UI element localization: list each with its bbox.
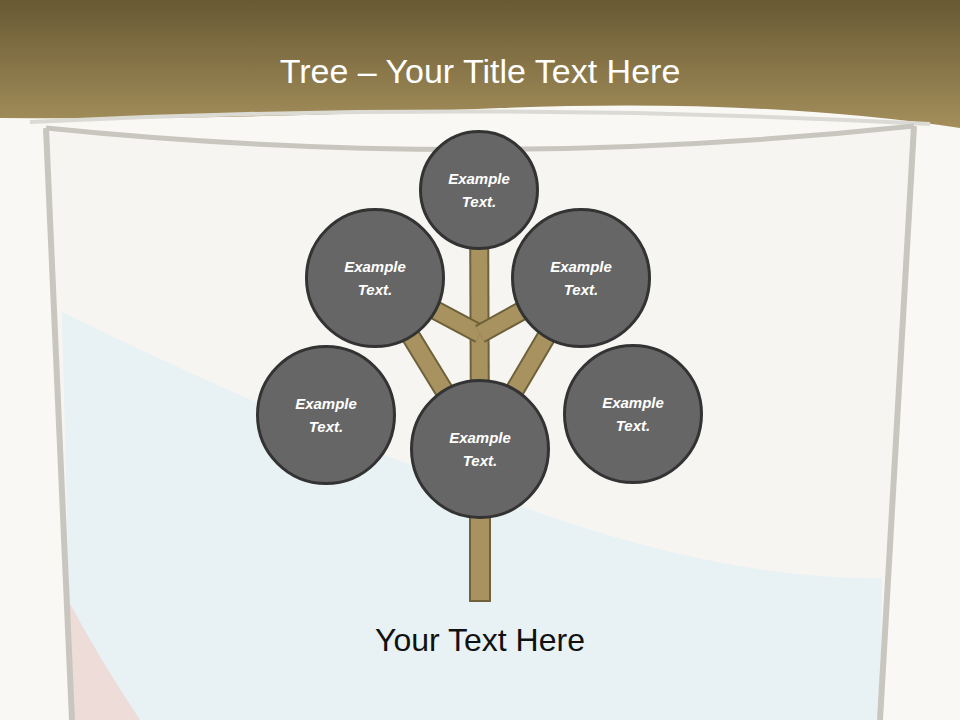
branch-fill — [471, 249, 488, 380]
leaf-text: Example Text. — [335, 255, 415, 301]
circle-shape — [419, 130, 539, 250]
circle-shape — [305, 208, 445, 348]
leaf-circle: Example Text. — [410, 379, 550, 519]
leaf-circle: Example Text. — [256, 345, 396, 485]
leaf-text: Example Text. — [440, 426, 520, 472]
circle-shape — [563, 344, 703, 484]
circle-shape — [410, 379, 550, 519]
tree-branch — [479, 249, 481, 380]
leaf-text: Example Text. — [286, 392, 366, 438]
slide-title: Tree – Your Title Text Here — [0, 52, 960, 91]
branch-outline — [469, 249, 490, 380]
leaf-text: Example Text. — [439, 167, 519, 213]
circle-shape — [256, 345, 396, 485]
leaf-text: Example Text. — [593, 391, 673, 437]
leaf-circle: Example Text. — [419, 130, 539, 250]
leaf-text: Example Text. — [541, 255, 621, 301]
leaf-circle: Example Text. — [511, 208, 651, 348]
slide-caption: Your Text Here — [0, 622, 960, 659]
leaf-circle: Example Text. — [563, 344, 703, 484]
circle-shape — [511, 208, 651, 348]
leaf-circle: Example Text. — [305, 208, 445, 348]
